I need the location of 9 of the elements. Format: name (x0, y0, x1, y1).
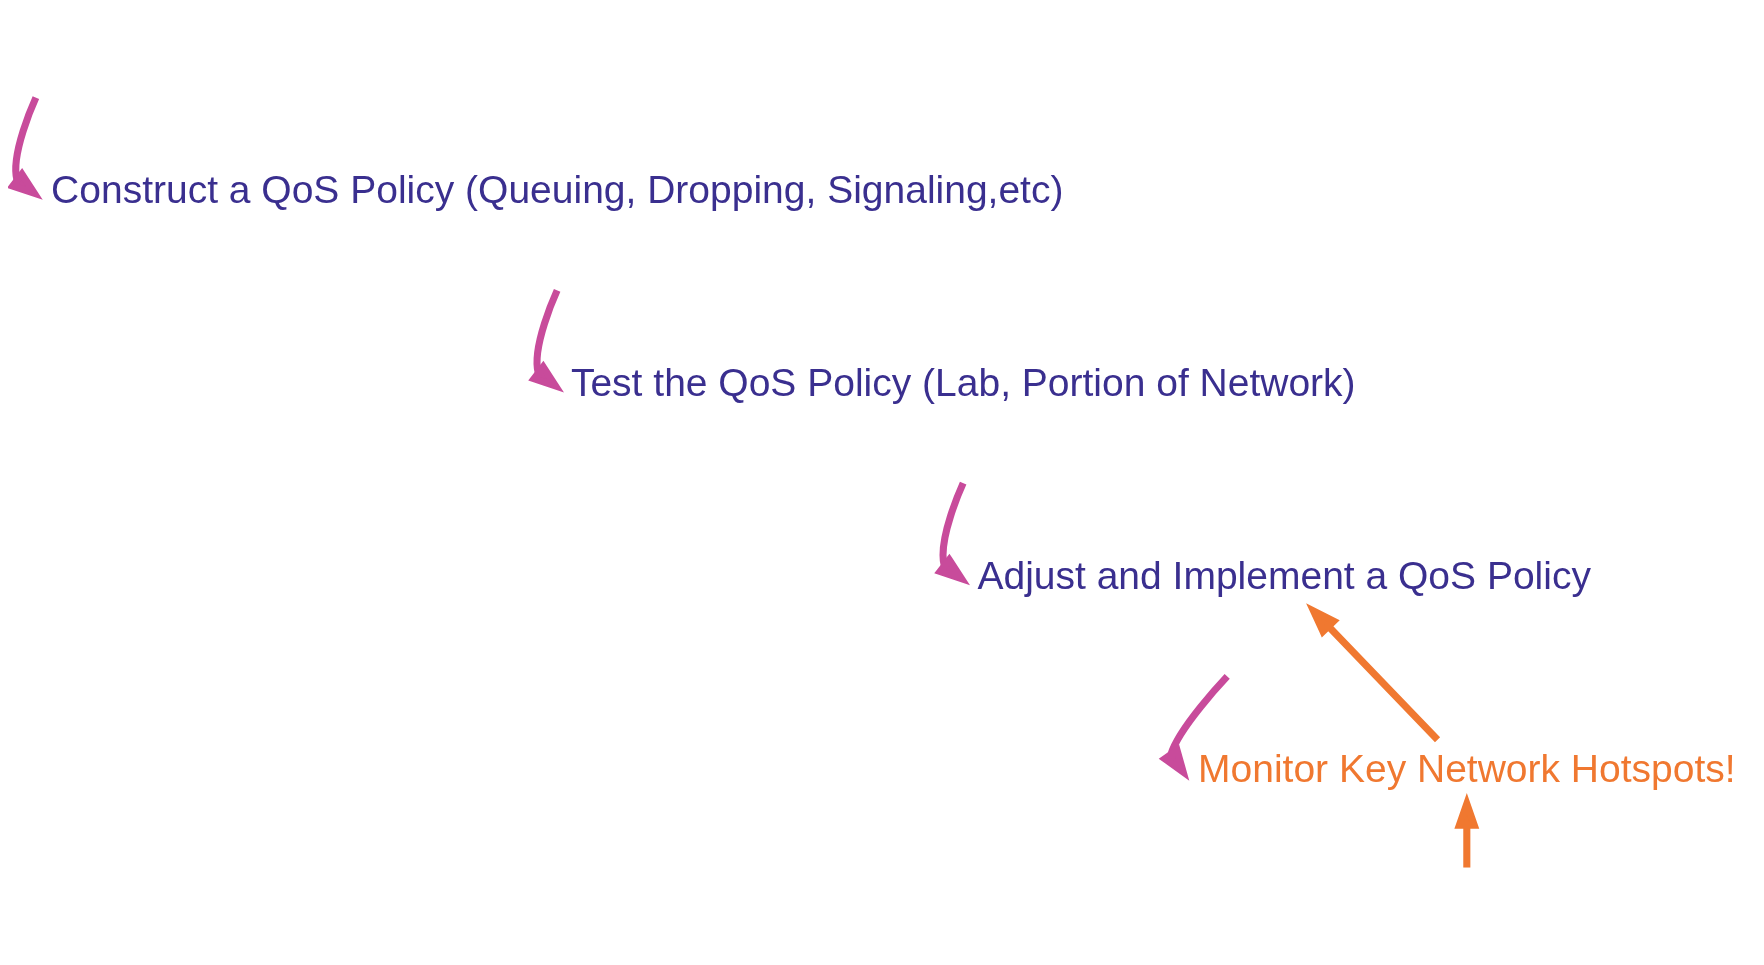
node-text: Adjust and Implement a QoS Policy (977, 553, 1591, 597)
node-text: Test the QoS Policy (Lab, Portion of Network) (570, 360, 1356, 404)
arrow (8, 96, 43, 200)
node-text: Construct a QoS Policy (Queuing, Dropping, Signaling,etc) (51, 168, 1064, 212)
arrow (528, 288, 564, 393)
node-text: Monitor Key Network Hotspots! (1198, 746, 1736, 790)
arrow (934, 481, 970, 586)
arrow (1306, 603, 1441, 743)
arrow (1158, 674, 1230, 781)
